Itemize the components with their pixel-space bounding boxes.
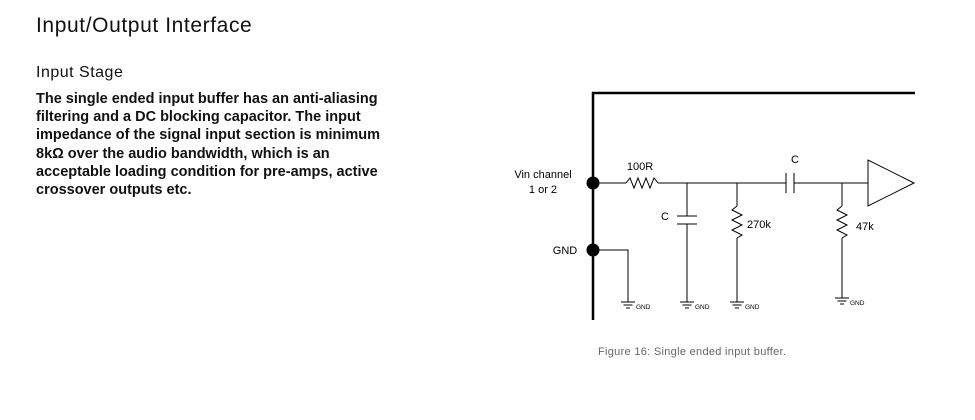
body-line: 8kΩ over the audio bandwidth, which is a… bbox=[36, 145, 330, 162]
body-paragraph: The single ended input buffer has an ant… bbox=[36, 90, 436, 199]
resistor-47k-label: 47k bbox=[856, 221, 874, 233]
resistor-270k bbox=[730, 205, 744, 239]
ground-symbol-1: GND bbox=[621, 301, 651, 311]
ground-symbol-4: GND bbox=[835, 297, 865, 307]
body-line: acceptable loading condition for pre-amp… bbox=[36, 163, 378, 180]
body-line: The single ended input buffer has an ant… bbox=[36, 91, 378, 107]
enclosure-border bbox=[591, 91, 915, 320]
resistor-47k bbox=[835, 205, 849, 239]
gnd-terminal bbox=[586, 243, 600, 257]
resistor-100r bbox=[625, 176, 659, 190]
vin-label-line2: 1 or 2 bbox=[529, 184, 557, 196]
vin-terminal bbox=[586, 176, 600, 190]
circuit-figure: Vin channel 1 or 2 GND GND 100R C GND bbox=[490, 80, 930, 330]
resistor-270k-label: 270k bbox=[747, 219, 771, 231]
circuit-diagram: Vin channel 1 or 2 GND GND 100R C GND bbox=[514, 91, 916, 320]
svg-text:GND: GND bbox=[636, 304, 651, 311]
body-line: filtering and a DC blocking capacitor. T… bbox=[36, 109, 361, 126]
vin-label-line1: Vin channel bbox=[514, 169, 571, 181]
capacitor-series-label: C bbox=[791, 154, 799, 166]
ground-symbol-2: GND bbox=[680, 301, 710, 311]
figure-caption: Figure 16: Single ended input buffer. bbox=[598, 346, 787, 358]
svg-text:GND: GND bbox=[695, 304, 710, 311]
body-line: impedance of the signal input section is… bbox=[36, 127, 381, 144]
resistor-100r-label: 100R bbox=[627, 161, 653, 173]
section-title: Input Stage bbox=[36, 64, 124, 81]
ground-symbol-3: GND bbox=[730, 301, 760, 311]
page-title: Input/Output Interface bbox=[36, 14, 253, 37]
capacitor-shunt-label: C bbox=[661, 211, 669, 223]
body-line: crossover outputs etc. bbox=[36, 182, 192, 199]
gnd-label: GND bbox=[553, 245, 578, 257]
svg-text:GND: GND bbox=[745, 304, 760, 311]
gnd-wire bbox=[599, 249, 629, 302]
buffer-amplifier bbox=[867, 159, 916, 207]
svg-text:GND: GND bbox=[850, 300, 865, 307]
